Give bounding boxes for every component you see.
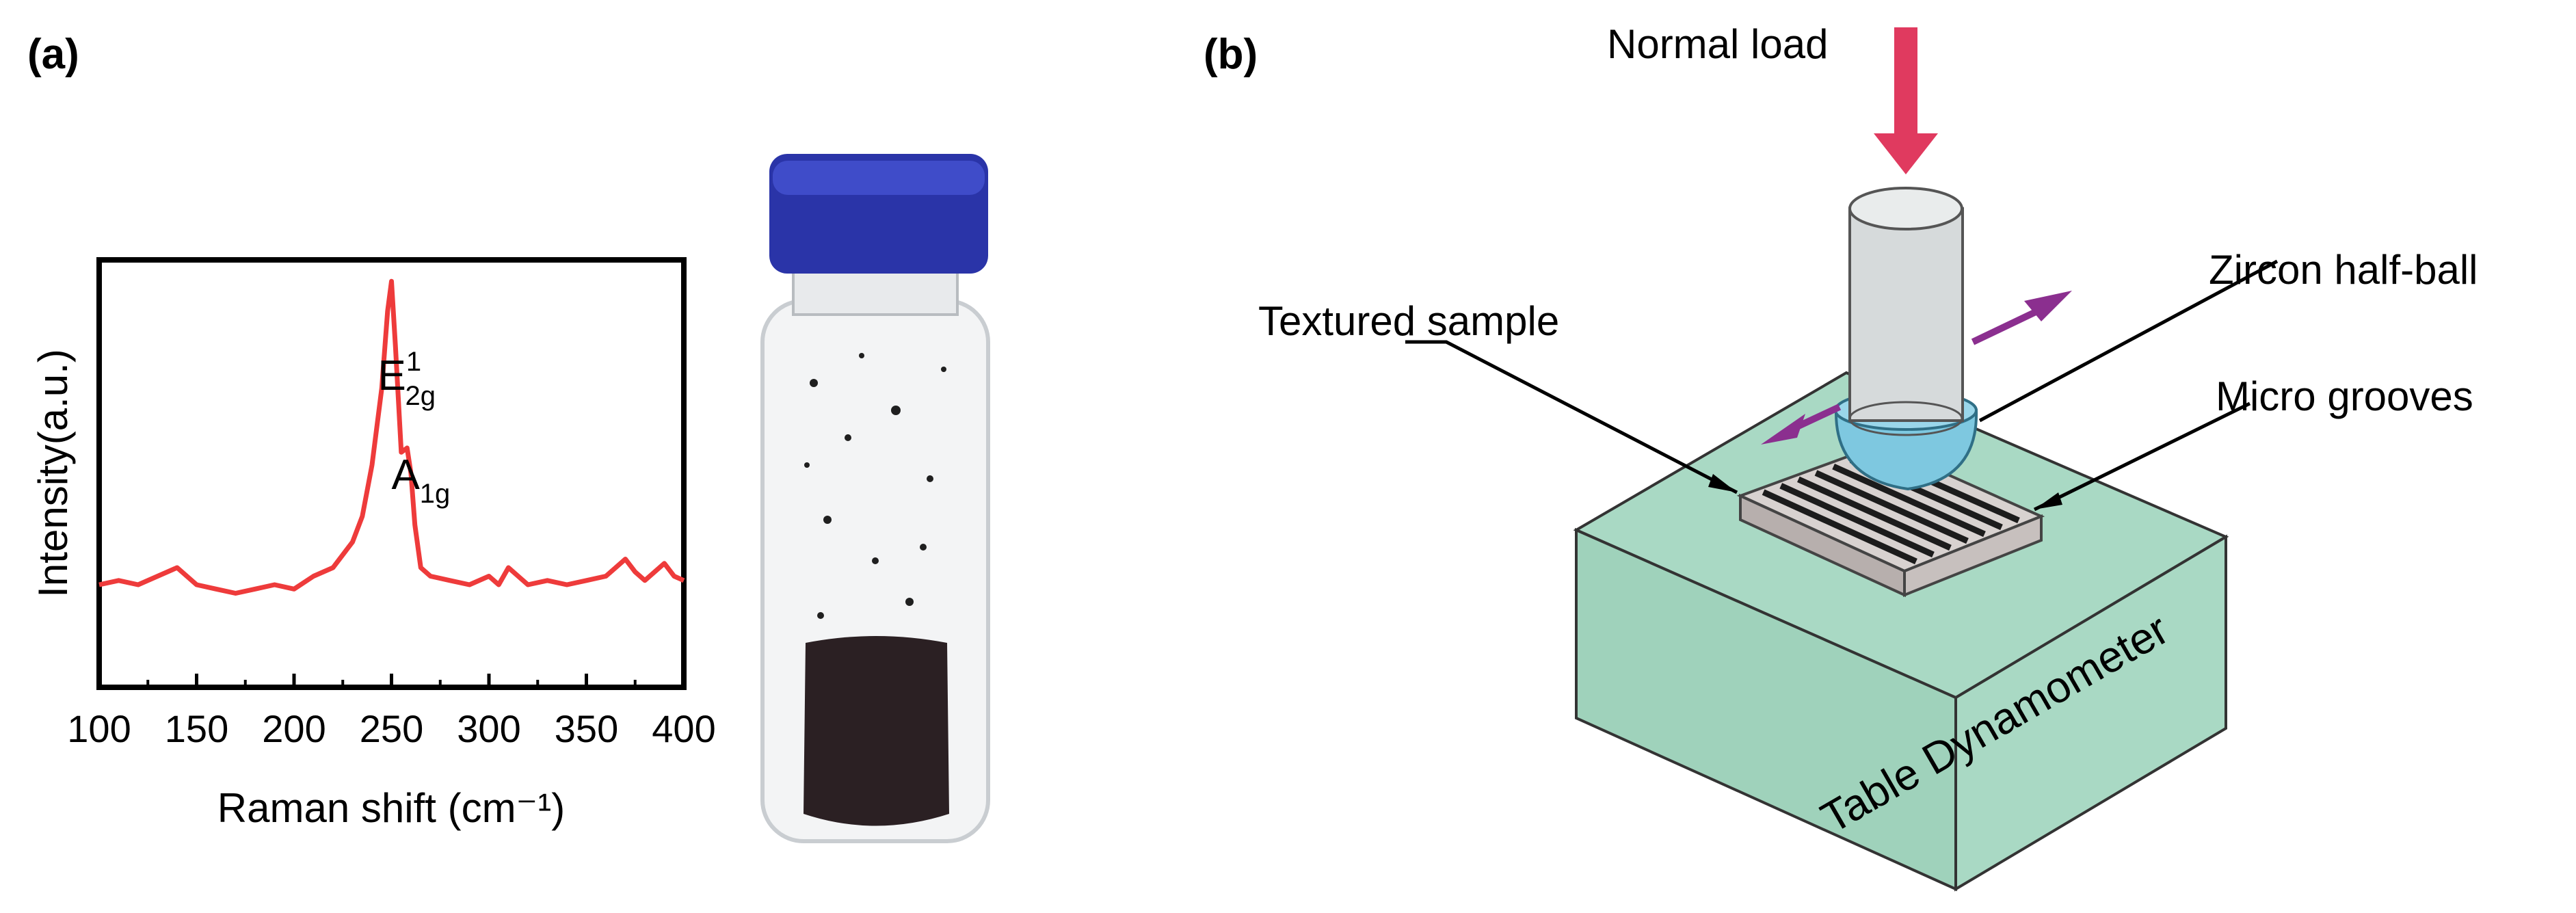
leader-textured-arrowhead: [1708, 474, 1737, 492]
motion-arrowhead-right: [2024, 291, 2072, 321]
groove-5: [1832, 464, 1986, 538]
sample-side-face: [1903, 514, 2043, 597]
groove-4: [1814, 470, 1969, 544]
x-tick-label-150: 150: [165, 707, 228, 750]
label-textured-sample: Textured sample: [1258, 298, 1559, 344]
leader-textured: [1405, 340, 1738, 494]
label-micro-grooves: Micro grooves: [2216, 373, 2473, 419]
raman-series-line: [98, 278, 685, 596]
leader-zircon: [1978, 259, 2279, 423]
groove-2: [1779, 483, 1935, 558]
zircon-half-ball: [1834, 409, 1978, 491]
groove-1: [1762, 489, 1917, 565]
label-zircon-half-ball: Zircon half-ball: [2209, 247, 2478, 293]
panel-label-b: (b): [1204, 31, 1258, 78]
normal-load-arrow: [1874, 27, 1938, 174]
indenter-cylinder: [1848, 207, 1964, 422]
indenter-cylinder-top: [1848, 187, 1963, 230]
x-tick-label-300: 300: [457, 707, 520, 750]
leader-grooves-arrowhead: [2034, 492, 2062, 510]
raman-chart: 100 150 200 250 300 350 400 Intensity(a.u.) Ra…: [30, 257, 716, 831]
groove-3: [1797, 476, 1952, 551]
peak-annotation-1: A1g: [391, 451, 450, 509]
x-tick-label-100: 100: [67, 707, 131, 750]
x-tick-label-350: 350: [555, 707, 618, 750]
label-normal-load: Normal load: [1607, 21, 1828, 67]
x-axis-tick-labels: 100 150 200 250 300 350 400: [67, 707, 715, 750]
indenter-cylinder-bottom: [1848, 401, 1963, 436]
x-axis-title: Raman shift (cm⁻¹): [217, 785, 565, 831]
dynamometer-side-face: [1954, 534, 2227, 892]
leader-grooves: [2033, 401, 2251, 512]
load-arrow-shaft: [1894, 27, 1917, 140]
y-axis-title: Intensity(a.u.): [30, 349, 76, 598]
tribometer-diagram: Normal load Zircon half-ball Textured sa…: [1258, 21, 2478, 892]
sliding-direction-arrow: [1761, 291, 2072, 445]
vial-sediment: [804, 636, 949, 826]
leader-lines: [1405, 259, 2279, 512]
x-tick-label-250: 250: [360, 707, 423, 750]
x-tick-label-200: 200: [262, 707, 326, 750]
load-arrow-head: [1874, 133, 1938, 174]
motion-arrowhead-left: [1761, 414, 1805, 445]
panel-label-a: (a): [27, 31, 79, 78]
x-axis-ticks: [97, 674, 686, 687]
vial-cap-highlight: [773, 161, 985, 195]
vial-particles: [804, 353, 946, 619]
x-tick-label-400: 400: [652, 707, 715, 750]
vial-photo: [760, 154, 990, 843]
